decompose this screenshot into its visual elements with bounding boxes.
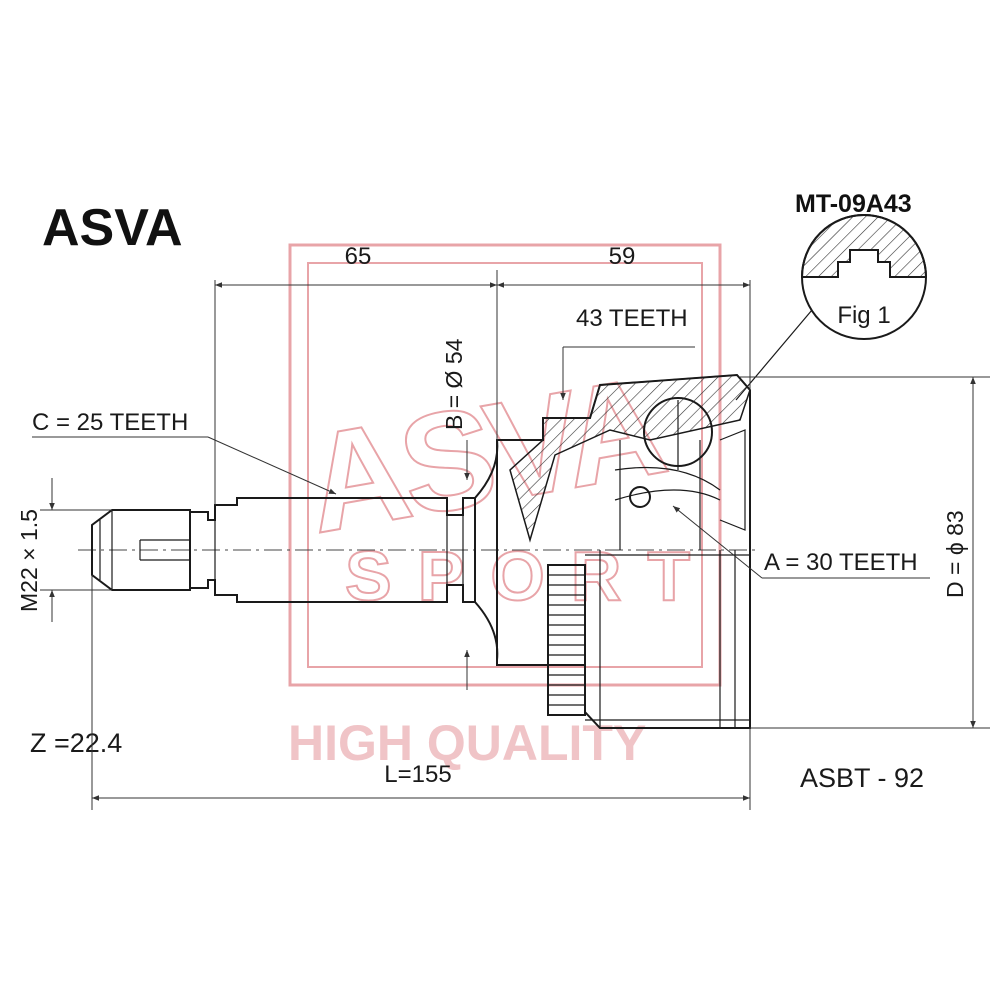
fig1-detail: Fig 1 bbox=[735, 214, 928, 401]
thread-dimension: M22 × 1.5 bbox=[16, 478, 112, 622]
small-ball bbox=[629, 486, 651, 508]
total-length-dimension: L=155 bbox=[91, 575, 751, 810]
inner-teeth-callout: A = 30 TEETH bbox=[672, 505, 930, 579]
dim-right-length: 59 bbox=[609, 243, 636, 270]
outer-diameter-label: D = ϕ 83 bbox=[942, 510, 968, 598]
watermark-brand: ASVA bbox=[295, 346, 674, 563]
watermark-frame-inner bbox=[307, 262, 703, 668]
thread-label: M22 × 1.5 bbox=[16, 509, 42, 612]
dim-top-lengths: 65 59 bbox=[214, 243, 751, 505]
reference-code: ASBT - 92 bbox=[800, 763, 924, 793]
watermark-sport: SPORT bbox=[345, 537, 716, 615]
fig1-label: Fig 1 bbox=[837, 302, 890, 329]
bore-label: B = Ø 54 bbox=[441, 338, 467, 430]
part-number: MT-09A43 bbox=[795, 190, 912, 218]
outer-diameter-dimension: D = ϕ 83 bbox=[740, 376, 990, 729]
housing-hatch-section bbox=[509, 374, 751, 543]
outer-teeth-label: 43 TEETH bbox=[576, 305, 688, 332]
dim-left-length: 65 bbox=[345, 243, 372, 270]
inner-teeth-label: A = 30 TEETH bbox=[764, 549, 918, 576]
watermark-tagline: HIGH QUALITY bbox=[288, 715, 646, 771]
z-value: Z =22.4 bbox=[30, 728, 122, 758]
shaft-teeth-callout: C = 25 TEETH bbox=[32, 409, 337, 495]
outer-teeth-callout: 43 TEETH bbox=[560, 305, 695, 400]
brand-logo: ASVA bbox=[42, 199, 183, 257]
watermark-frame-outer bbox=[288, 243, 722, 687]
total-length-label: L=155 bbox=[384, 761, 451, 788]
abs-tone-ring bbox=[547, 564, 586, 716]
shaft-teeth-label: C = 25 TEETH bbox=[32, 409, 188, 436]
outer-housing bbox=[496, 373, 751, 729]
bore-dimension: B = Ø 54 bbox=[441, 338, 470, 690]
